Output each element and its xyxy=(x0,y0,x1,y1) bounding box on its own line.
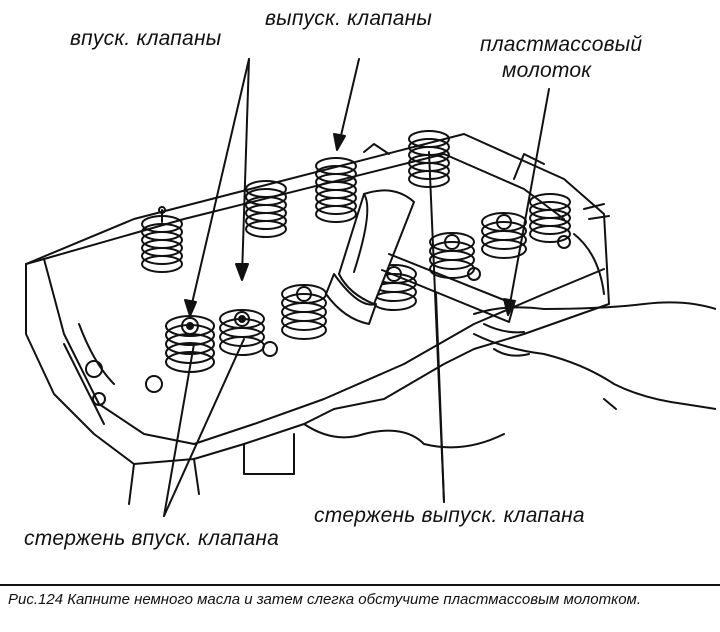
leader-lines xyxy=(163,58,550,517)
label-intake-stem: стержень впуск. клапана xyxy=(22,527,282,550)
plastic-hammer xyxy=(325,189,515,325)
label-hammer-line2: молоток xyxy=(500,59,594,82)
caption-divider xyxy=(0,584,720,586)
cylinder-head-illustration xyxy=(4,4,716,582)
label-hammer-line1: пластмассовый xyxy=(478,33,645,56)
label-exhaust-stem: стержень выпуск. клапана xyxy=(312,504,587,527)
cylinder-head-body xyxy=(25,133,610,505)
label-intake-valves: впуск. клапаны xyxy=(68,27,224,50)
label-exhaust-valves: выпуск. клапаны xyxy=(263,7,435,30)
figure-caption: Рис.124 Капните немного масла и затем сл… xyxy=(8,591,641,608)
